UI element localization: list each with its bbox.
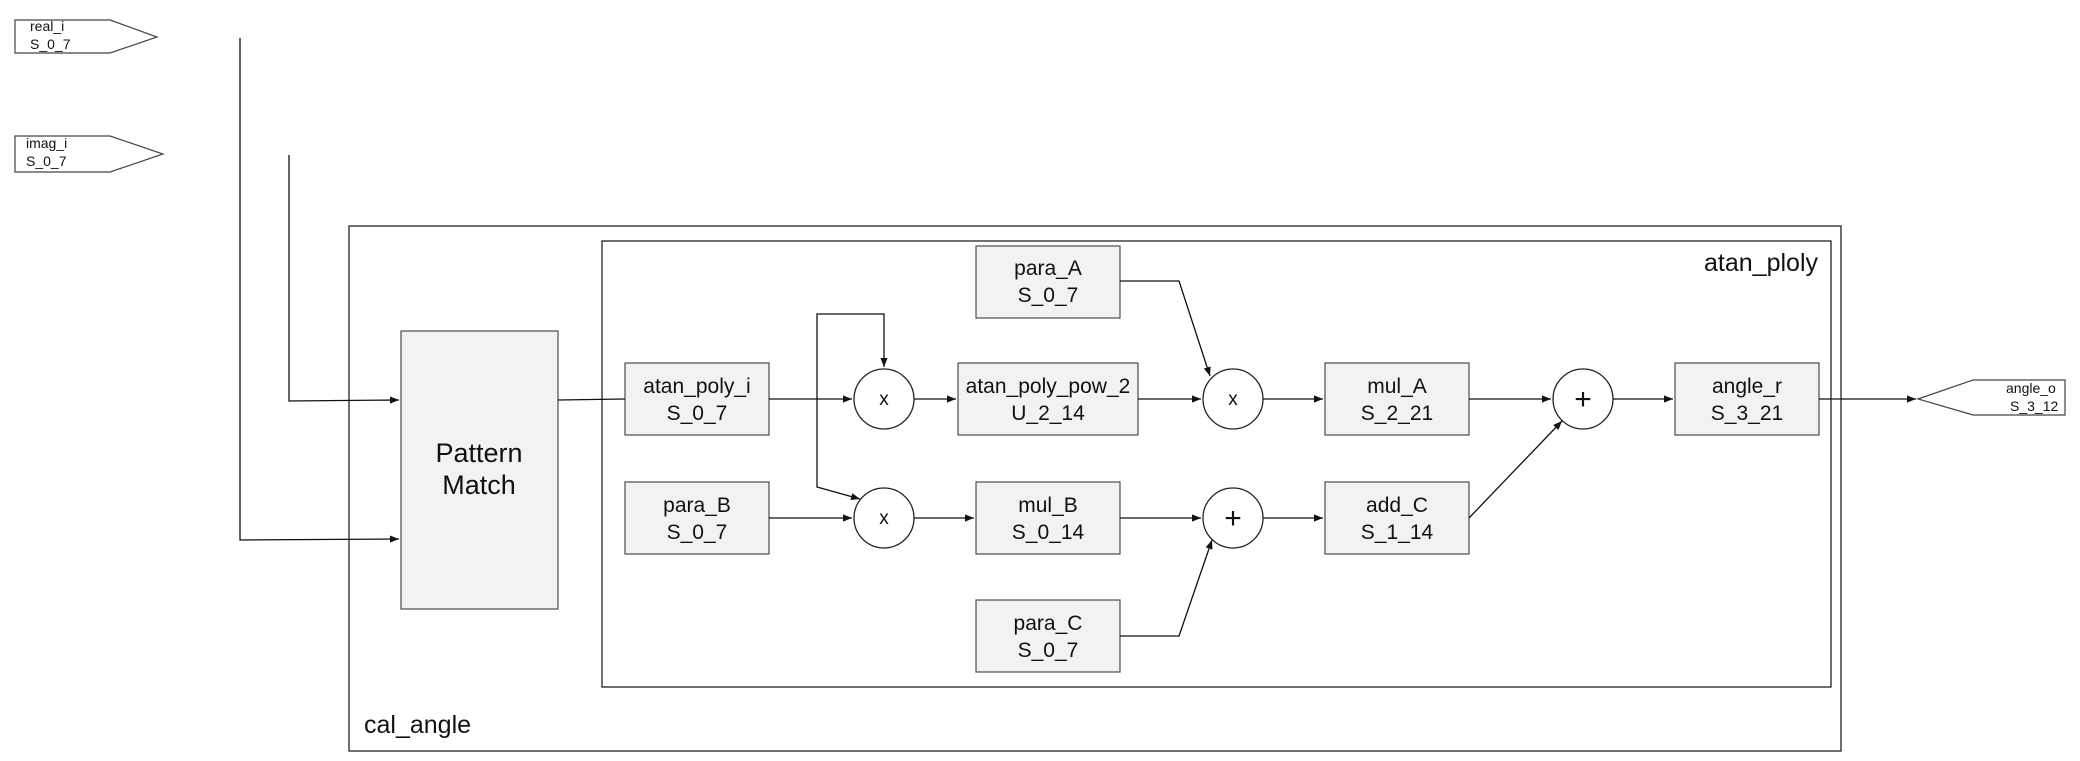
port-real-i-type: S_0_7 <box>30 36 71 52</box>
port-imag-i-name: imag_i <box>26 135 67 151</box>
para-b-name: para_B <box>663 494 731 517</box>
atan-poly-pow-2-type: U_2_14 <box>1011 402 1085 425</box>
mul-a-name: mul_A <box>1367 375 1427 398</box>
port-angle-o-type: S_3_12 <box>2010 398 2058 414</box>
wire-imag-i-to-pattern <box>288 155 400 404</box>
add-c-block: add_C S_1_14 <box>1324 481 1470 555</box>
pattern-match-line2: Match <box>442 470 516 500</box>
multiplier-a-symbol: x <box>1228 389 1238 410</box>
para-a-name: para_A <box>1014 257 1082 280</box>
port-imag-i: imag_i S_0_7 <box>14 135 165 173</box>
para-c-type: S_0_7 <box>1018 639 1079 662</box>
adder-final-node: + <box>1552 368 1614 430</box>
wire-pattern-to-atan-poly-i <box>557 398 626 401</box>
atan-ploly-label: atan_ploly <box>1704 249 1818 277</box>
mul-a-block: mul_A S_2_21 <box>1324 362 1470 436</box>
wire-atan-poly-i-to-mul-b <box>816 399 861 501</box>
multiplier-pow-symbol: x <box>879 389 889 410</box>
mul-b-type: S_0_14 <box>1012 521 1085 544</box>
adder-c-node: + <box>1202 487 1264 549</box>
port-real-i: real_i S_0_7 <box>14 18 159 54</box>
wires <box>239 38 1916 637</box>
wire-para-a-to-mul-a <box>1120 280 1211 377</box>
wire-real-i-to-pattern <box>239 38 400 543</box>
mul-a-type: S_2_21 <box>1361 402 1433 425</box>
para-b-type: S_0_7 <box>667 521 728 544</box>
port-imag-i-type: S_0_7 <box>26 153 67 169</box>
para-a-block: para_A S_0_7 <box>975 245 1121 319</box>
atan-poly-i-block: atan_poly_i S_0_7 <box>624 362 770 436</box>
mul-b-block: mul_B S_0_14 <box>975 481 1121 555</box>
wire-para-c-to-add <box>1120 539 1213 637</box>
multiplier-b-node: x <box>853 487 915 549</box>
multiplier-pow-node: x <box>853 368 915 430</box>
mul-b-name: mul_B <box>1018 494 1078 517</box>
cal-angle-label: cal_angle <box>364 711 471 739</box>
cal-angle-frame <box>348 225 1842 752</box>
atan-poly-pow-2-name: atan_poly_pow_2 <box>966 375 1131 398</box>
angle-r-block: angle_r S_3_21 <box>1674 362 1820 436</box>
atan-ploly-frame <box>601 240 1832 688</box>
port-angle-o-name: angle_o <box>2006 380 2056 396</box>
para-c-name: para_C <box>1014 612 1083 635</box>
port-real-i-name: real_i <box>30 18 64 34</box>
atan-poly-i-name: atan_poly_i <box>643 375 750 398</box>
add-c-type: S_1_14 <box>1361 521 1434 544</box>
adder-c-symbol: + <box>1224 502 1242 535</box>
add-c-name: add_C <box>1366 494 1428 517</box>
angle-r-type: S_3_21 <box>1711 402 1783 425</box>
pattern-match-block: Pattern Match <box>400 330 559 610</box>
angle-r-name: angle_r <box>1712 375 1782 398</box>
para-b-block: para_B S_0_7 <box>624 481 770 555</box>
adder-final-symbol: + <box>1574 383 1592 416</box>
para-c-block: para_C S_0_7 <box>975 599 1121 673</box>
multiplier-a-node: x <box>1202 368 1264 430</box>
wire-feedback-square <box>816 313 888 399</box>
multiplier-b-symbol: x <box>879 508 889 529</box>
port-angle-o: angle_o S_3_12 <box>1916 379 2066 416</box>
atan-poly-pow-2-block: atan_poly_pow_2 U_2_14 <box>957 362 1139 436</box>
pattern-match-line1: Pattern <box>435 438 522 468</box>
wire-add-c-to-sum <box>1468 420 1563 519</box>
atan-poly-i-type: S_0_7 <box>667 402 728 425</box>
para-a-type: S_0_7 <box>1018 284 1079 307</box>
